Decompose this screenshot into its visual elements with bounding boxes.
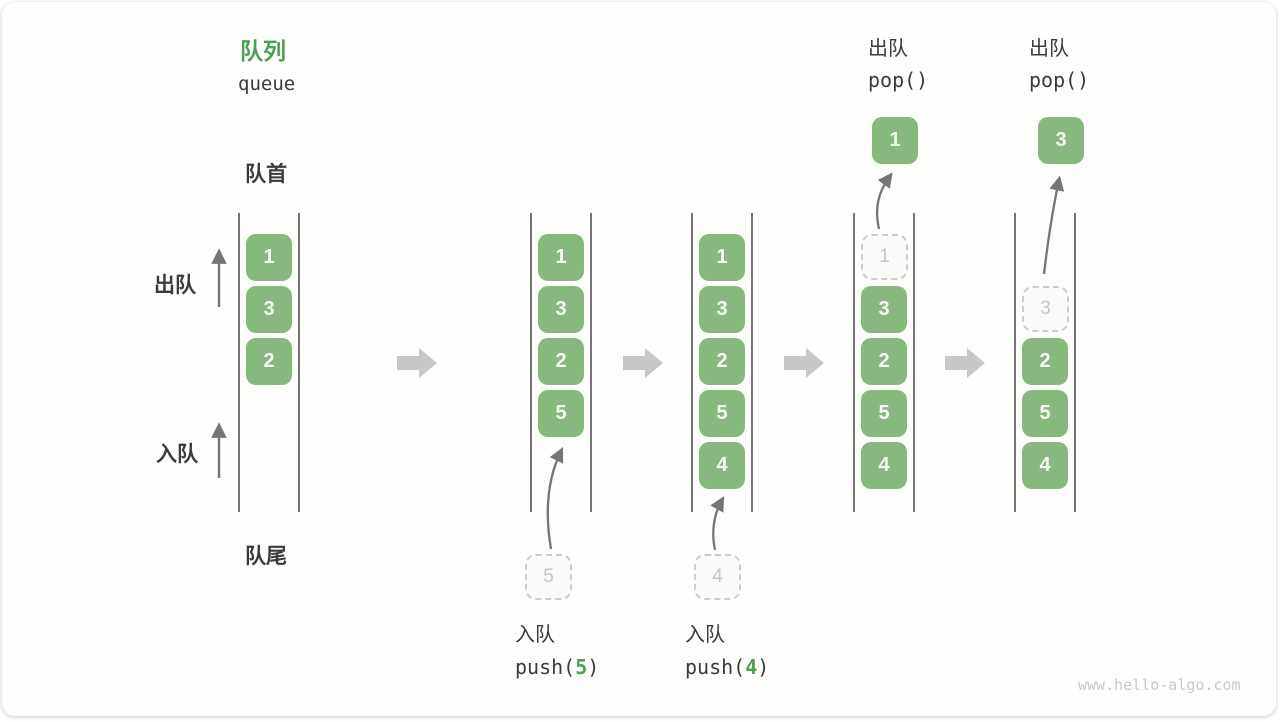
dequeue-op-arrow [875, 172, 893, 230]
queue-item-box: 2 [538, 338, 584, 385]
enqueue-op-arrow [546, 446, 564, 550]
page-subtitle: queue [238, 73, 296, 95]
queue-item-box: 5 [861, 390, 907, 437]
queue-item-box: 5 [699, 390, 745, 437]
dequeue-side-label: 出队 [154, 274, 196, 297]
op-label-zh: 出队 [1029, 38, 1069, 60]
removed-item-slot: 3 [1022, 286, 1069, 332]
queue-item-box: 5 [1022, 390, 1068, 437]
queue-item-box: 3 [861, 286, 907, 333]
popped-item-box: 3 [1038, 117, 1084, 164]
op-code-arg: 4 [745, 655, 758, 679]
op-label-zh: 入队 [515, 624, 555, 646]
state-transition-arrow-icon [623, 348, 663, 378]
op-label-zh: 出队 [868, 38, 908, 60]
queue-item-box: 2 [246, 338, 292, 385]
incoming-item-box: 5 [525, 554, 572, 600]
op-code-text: push(4) [685, 655, 769, 679]
op-code-part: push( [515, 655, 576, 679]
queue-item-box: 4 [699, 442, 745, 489]
enqueue-op-arrow [710, 496, 725, 551]
queue-item-box: 3 [699, 286, 745, 333]
queue-item-box: 1 [699, 234, 745, 281]
queue-item-box: 3 [246, 286, 292, 333]
removed-item-slot: 1 [861, 234, 908, 280]
op-code-part: pop() [868, 68, 929, 92]
state-transition-arrow-icon [784, 348, 824, 378]
page-title: 队列 [240, 38, 286, 64]
op-code-text: push(5) [515, 655, 599, 679]
op-label-zh: 入队 [685, 624, 725, 646]
watermark: www.hello-algo.com [1078, 676, 1241, 694]
op-code-text: pop() [868, 68, 928, 92]
queue-item-box: 4 [1022, 442, 1068, 489]
queue-item-box: 1 [246, 234, 292, 281]
queue-item-box: 3 [538, 286, 584, 333]
queue-rear-label: 队尾 [245, 545, 287, 568]
queue-item-box: 4 [861, 442, 907, 489]
enqueue-side-label: 入队 [156, 443, 198, 466]
state-transition-arrow-icon [945, 348, 985, 378]
op-code-part: ) [587, 655, 600, 679]
queue-item-box: 2 [1022, 338, 1068, 385]
op-code-part: push( [685, 655, 746, 679]
queue-item-box: 2 [861, 338, 907, 385]
queue-item-box: 5 [538, 390, 584, 437]
op-code-part: pop() [1029, 68, 1090, 92]
op-code-part: ) [757, 655, 770, 679]
op-code-text: pop() [1029, 68, 1089, 92]
queue-front-label: 队首 [245, 163, 287, 186]
popped-item-box: 1 [872, 117, 918, 164]
dequeue-op-arrow [1042, 175, 1065, 275]
op-code-arg: 5 [575, 655, 588, 679]
queue-item-box: 2 [699, 338, 745, 385]
queue-item-box: 1 [538, 234, 584, 281]
incoming-item-box: 4 [694, 554, 741, 600]
state-transition-arrow-icon [397, 348, 437, 378]
